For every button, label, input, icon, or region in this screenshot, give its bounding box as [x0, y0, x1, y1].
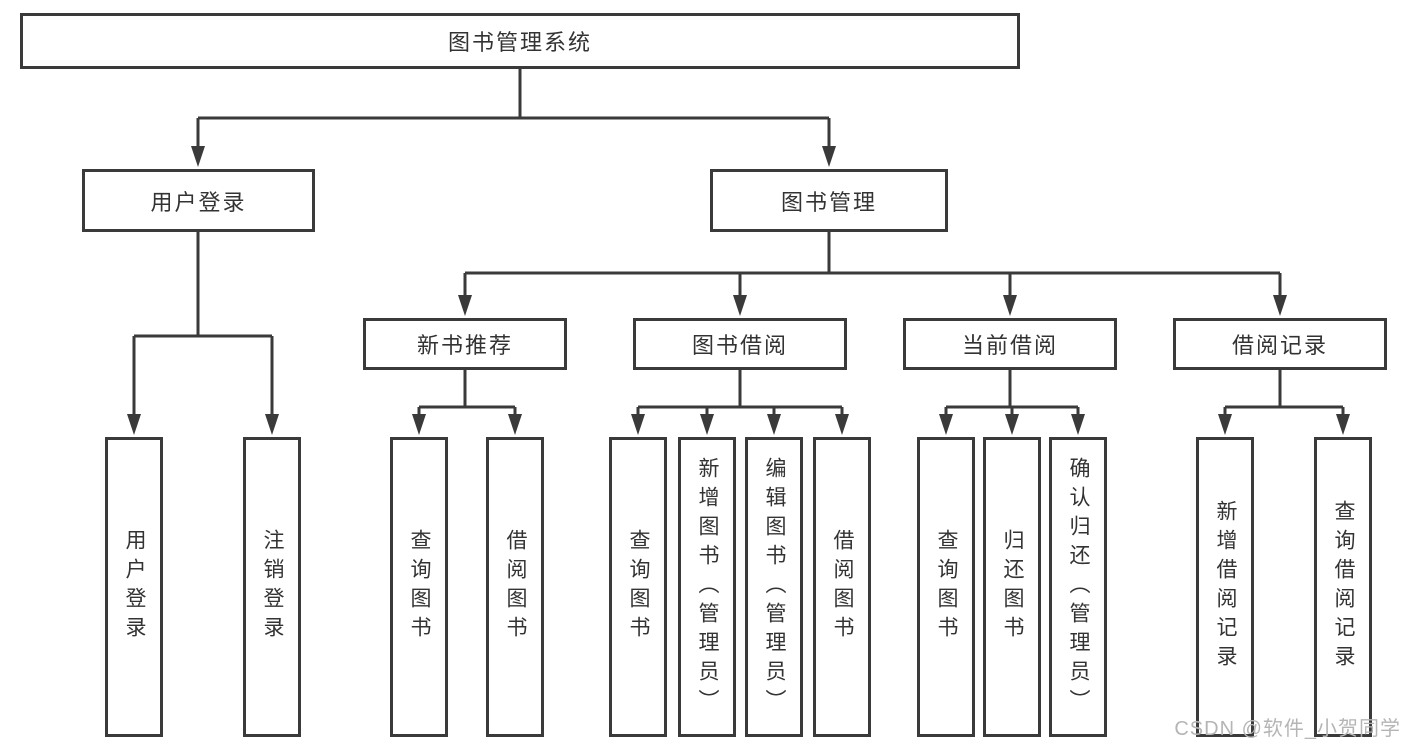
node-label: 归还图书: [1001, 529, 1024, 645]
node-user-login: 用户登录: [82, 169, 315, 232]
node-label: 借阅图书: [504, 529, 527, 645]
connector-paths: [132, 69, 1345, 418]
node-label: 编辑图书（管理员）: [763, 456, 786, 718]
node-new-book-recommendation: 新书推荐: [363, 318, 567, 370]
leaf-borrow-books-2: 借阅图书: [813, 437, 871, 737]
node-label: 新增借阅记录: [1214, 500, 1237, 674]
csdn-watermark: CSDN @软件_小贺同学: [1174, 718, 1401, 740]
node-label: 注销登录: [261, 529, 284, 645]
node-label: 新书推荐: [416, 333, 513, 358]
leaf-user-login: 用户登录: [105, 437, 163, 737]
leaf-confirm-return-admin: 确认归还（管理员）: [1049, 437, 1107, 737]
leaf-borrow-books-1: 借阅图书: [486, 437, 544, 737]
node-label: 当前借阅: [961, 333, 1058, 358]
node-label: 用户登录: [123, 529, 146, 645]
leaf-add-borrow-record: 新增借阅记录: [1196, 437, 1254, 737]
node-label: 借阅图书: [831, 529, 854, 645]
leaf-query-books-3: 查询图书: [917, 437, 975, 737]
node-label: 查询借阅记录: [1332, 500, 1355, 674]
node-current-borrowing: 当前借阅: [903, 318, 1117, 370]
node-book-management: 图书管理: [710, 169, 948, 232]
node-book-borrowing: 图书借阅: [633, 318, 847, 370]
node-label: 确认归还（管理员）: [1067, 456, 1090, 718]
node-label: 查询图书: [627, 529, 650, 645]
node-label: 图书借阅: [691, 333, 788, 358]
node-label: 用户登录: [150, 189, 247, 215]
node-label: 新增图书（管理员）: [696, 456, 719, 718]
node-borrowing-records: 借阅记录: [1173, 318, 1387, 370]
leaf-query-borrow-record: 查询借阅记录: [1314, 437, 1372, 737]
node-label: 查询图书: [408, 529, 431, 645]
leaf-query-books-2: 查询图书: [609, 437, 667, 737]
leaf-add-book-admin: 新增图书（管理员）: [678, 437, 736, 737]
node-label: 图书管理: [780, 189, 877, 215]
node-label: 借阅记录: [1231, 333, 1328, 358]
node-label: 图书管理系统: [447, 30, 592, 55]
leaf-return-books: 归还图书: [983, 437, 1041, 737]
leaf-logout: 注销登录: [243, 437, 301, 737]
node-label: 查询图书: [935, 529, 958, 645]
leaf-query-books-1: 查询图书: [390, 437, 448, 737]
leaf-edit-book-admin: 编辑图书（管理员）: [745, 437, 803, 737]
arrowheads: [127, 146, 1350, 435]
node-library-management-system: 图书管理系统: [20, 13, 1020, 69]
